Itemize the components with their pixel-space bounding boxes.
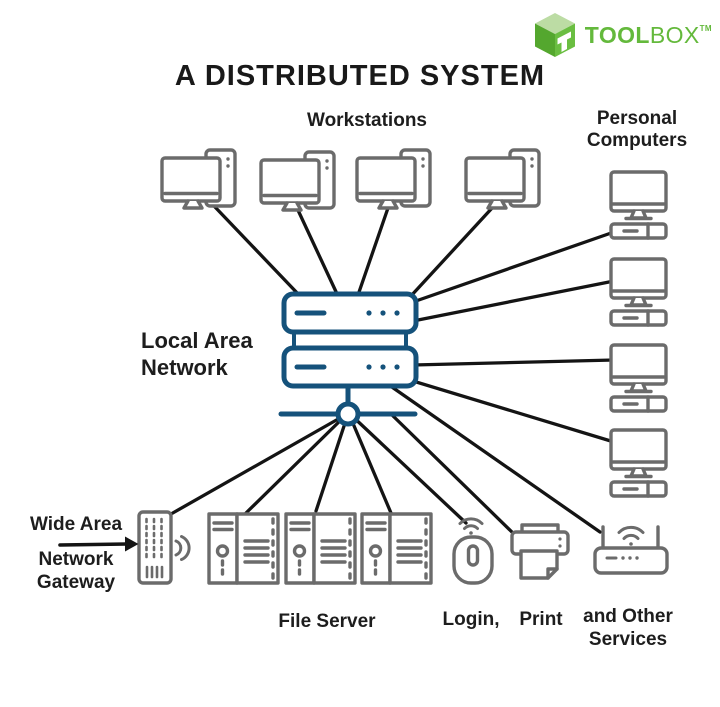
- toolbox-cube-icon: [534, 13, 575, 57]
- personal-computers-label-line1: Personal: [596, 108, 678, 129]
- printer-icon: [510, 523, 570, 580]
- personal-computer-icon-2: [609, 257, 668, 327]
- link-pc-1: [411, 230, 616, 304]
- login-label: Login,: [442, 609, 500, 630]
- link-mouse: [348, 412, 468, 525]
- router-icon: [593, 525, 669, 575]
- link-workstation-1: [213, 205, 303, 299]
- link-pc-2: [411, 279, 616, 323]
- link-printer: [389, 412, 517, 537]
- lan-hub-node: [335, 401, 361, 427]
- link-fileserver-3: [347, 412, 393, 515]
- workstations-label: Workstations: [306, 110, 427, 131]
- logo-text-light: BOX: [649, 21, 700, 48]
- wan-gateway-icon: [137, 510, 191, 585]
- lan-label-line2: Network: [141, 355, 228, 380]
- logo-text-bold: TOOL: [584, 21, 650, 48]
- other-services-label: and Other Services: [558, 605, 698, 651]
- link-pc-4: [411, 379, 616, 444]
- lan-switch-icon: [278, 291, 419, 427]
- file-server-label: File Server: [278, 611, 376, 632]
- other-services-label-line2: Services: [588, 629, 668, 650]
- wan-arrow-icon: [58, 536, 139, 552]
- personal-computer-icon-1: [609, 170, 668, 240]
- page-title: A DISTRIBUTED SYSTEM: [174, 60, 546, 92]
- file-server-icon-1: [207, 512, 280, 585]
- personal-computer-icon-3: [609, 343, 668, 413]
- link-gateway: [169, 412, 349, 516]
- wan-gateway-label-line3: Gateway: [36, 572, 116, 593]
- mouse-icon: [452, 517, 494, 585]
- personal-computers-label: Personal Computers: [567, 108, 707, 152]
- link-workstation-4: [408, 205, 495, 299]
- link-fileserver-2: [314, 412, 350, 513]
- workstation-icon-1: [160, 148, 237, 210]
- workstation-icon-2: [259, 150, 336, 212]
- personal-computers-label-line2: Computers: [586, 130, 688, 151]
- network-links: [169, 205, 616, 537]
- print-label: Print: [519, 609, 563, 630]
- link-pc-3: [411, 358, 616, 367]
- workstation-icon-4: [464, 148, 541, 210]
- logo-trademark: TM: [699, 23, 712, 33]
- local-area-network-label: Local Area Network: [141, 327, 291, 381]
- personal-computer-icon-4: [609, 428, 668, 498]
- link-fileserver-1: [244, 412, 349, 515]
- link-router: [387, 383, 602, 534]
- wan-gateway-label-line1: Wide Area: [29, 514, 123, 535]
- other-services-label-line1: and Other: [583, 606, 673, 627]
- file-server-icon-2: [284, 512, 357, 585]
- file-server-icon-3: [360, 512, 433, 585]
- wan-gateway-label-line2: Network: [38, 549, 114, 570]
- workstation-icon-3: [355, 148, 432, 210]
- link-workstation-3: [356, 206, 390, 297]
- link-workstation-2: [295, 206, 340, 298]
- lan-label-line1: Local Area: [141, 328, 253, 353]
